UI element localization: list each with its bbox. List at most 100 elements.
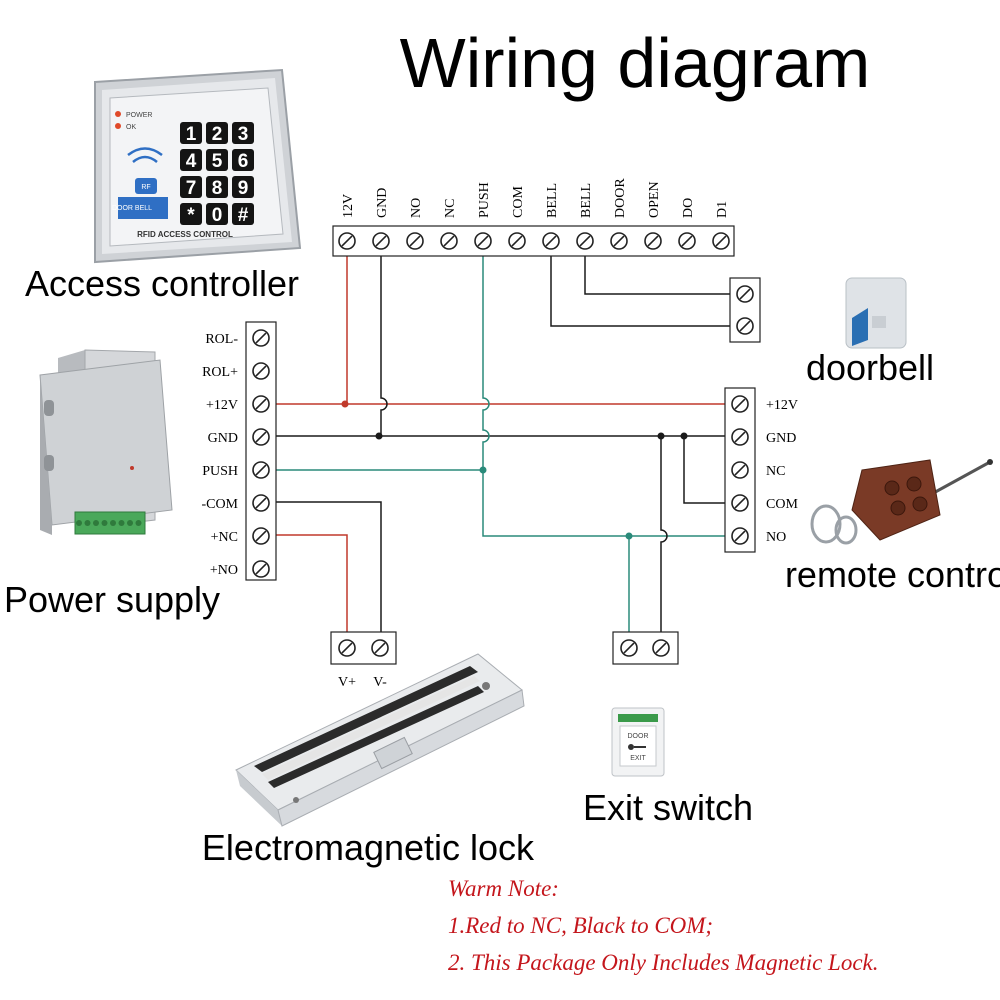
terminal-label: COM — [511, 186, 526, 218]
keypad-key: 7 — [180, 176, 202, 199]
terminal-screw-icon — [731, 461, 749, 479]
controller-terminal-block — [332, 225, 735, 257]
wire-nc-to-lock — [276, 534, 348, 632]
keypad-key-label: 9 — [238, 178, 249, 199]
doorbell-key-icon — [118, 197, 168, 219]
keypad-key: 6 — [232, 149, 254, 172]
terminal-screw-icon — [736, 285, 754, 303]
terminal-screw-icon — [252, 494, 270, 512]
terminal-screw-icon — [252, 527, 270, 545]
exit-switch-label: Exit switch — [583, 787, 753, 828]
keypad-key-label: # — [238, 205, 249, 226]
keypad-power-label: POWER — [126, 112, 152, 119]
doorbell-terminals — [736, 285, 754, 335]
terminal-label: NC — [766, 464, 785, 479]
terminal-screw-icon — [252, 428, 270, 446]
diagram-title: Wiring diagram — [400, 24, 871, 102]
terminal-label: +NO — [210, 563, 238, 578]
junction-dot — [479, 466, 487, 474]
terminal-screw-icon — [731, 395, 749, 413]
keypad-key-label: 2 — [212, 124, 223, 145]
terminal-screw-icon — [252, 329, 270, 347]
terminal-label: +12V — [766, 398, 798, 413]
terminal-label: DOOR — [613, 178, 628, 218]
rfid-wave-icon — [132, 155, 158, 163]
keypad-key-label: * — [187, 205, 195, 226]
electromagnetic-lock-label: Electromagnetic lock — [202, 827, 535, 868]
terminal-screw-icon — [610, 232, 628, 250]
electromagnetic-lock-image — [235, 653, 525, 827]
keypad-key: 0 — [206, 203, 228, 226]
terminal-screw-icon — [678, 232, 696, 250]
terminal-label: GND — [766, 431, 796, 446]
exit-switch-image: DOOR EXIT — [611, 707, 665, 777]
keypad-key: 9 — [232, 176, 254, 199]
terminal-screw-icon — [644, 232, 662, 250]
terminal-label: GND — [375, 188, 390, 218]
note-line-1: 1.Red to NC, Black to COM; — [448, 913, 713, 938]
wire-bell-2 — [584, 255, 730, 295]
keypad-key: 5 — [206, 149, 228, 172]
keypad-key: 8 — [206, 176, 228, 199]
keypad-key-label: 1 — [186, 124, 197, 145]
terminal-screw-icon — [252, 362, 270, 380]
terminal-screw-icon — [542, 232, 560, 250]
terminal-screw-icon — [731, 428, 749, 446]
keypad-key-label: 4 — [186, 151, 197, 172]
exit-button-exit-label: EXIT — [630, 755, 646, 762]
terminal-label: ROL+ — [202, 365, 238, 380]
keypad-key-label: 0 — [212, 205, 223, 226]
terminal-label: 12V — [341, 194, 356, 218]
terminal-label: DO — [681, 198, 696, 218]
rf-badge-icon — [135, 178, 157, 194]
wire-remote-com — [683, 436, 725, 504]
wire-controller-push — [482, 255, 725, 537]
terminal-label: COM — [766, 497, 798, 512]
terminal-screw-icon — [576, 232, 594, 250]
terminal-label: V- — [373, 675, 387, 690]
wire-bell-1 — [550, 255, 730, 327]
terminal-screw-icon — [372, 232, 390, 250]
wire-com-to-lock — [276, 501, 382, 632]
remote-terminals: +12V GND NC COM NO — [731, 395, 798, 545]
terminal-label: BELL — [579, 183, 594, 218]
keypad-key-label: 7 — [186, 178, 197, 199]
terminal-label: NC — [443, 199, 458, 218]
terminal-label: GND — [208, 431, 238, 446]
terminal-screw-icon — [731, 494, 749, 512]
keypad-key: 2 — [206, 122, 228, 145]
keypad-key: # — [232, 203, 254, 226]
power-supply-image — [39, 349, 173, 535]
remote-control-label: remote control — [785, 554, 1000, 595]
keypad-key-label: 3 — [238, 124, 249, 145]
terminal-label: OPEN — [647, 181, 662, 218]
access-controller-label: Access controller — [25, 263, 299, 304]
terminal-screw-icon — [440, 232, 458, 250]
keypad-key: 4 — [180, 149, 202, 172]
terminal-label: NO — [409, 198, 424, 218]
keypad-ok-label: OK — [126, 124, 136, 131]
terminal-label: +12V — [206, 398, 238, 413]
terminal-label: BELL — [545, 183, 560, 218]
keypad-key-label: 8 — [212, 178, 223, 199]
terminal-screw-icon — [620, 639, 638, 657]
terminal-screw-icon — [338, 639, 356, 657]
note-heading: Warm Note: — [448, 876, 559, 901]
controller-terminals: 12V GND NO NC PUSH COM BELL BELL DOOR OPEN DO D1 — [338, 178, 730, 250]
terminal-label: NO — [766, 530, 786, 545]
terminal-screw-icon — [338, 232, 356, 250]
exit-switch-terminals — [620, 639, 670, 657]
terminal-label: -COM — [201, 497, 238, 512]
terminal-screw-icon — [371, 639, 389, 657]
terminal-label: PUSH — [477, 182, 492, 218]
terminal-screw-icon — [736, 317, 754, 335]
terminal-screw-icon — [712, 232, 730, 250]
terminal-label: D1 — [715, 201, 730, 218]
terminal-label: +NC — [211, 530, 238, 545]
terminal-label: V+ — [338, 675, 356, 690]
keypad-key: * — [180, 203, 202, 226]
terminal-screw-icon — [252, 461, 270, 479]
